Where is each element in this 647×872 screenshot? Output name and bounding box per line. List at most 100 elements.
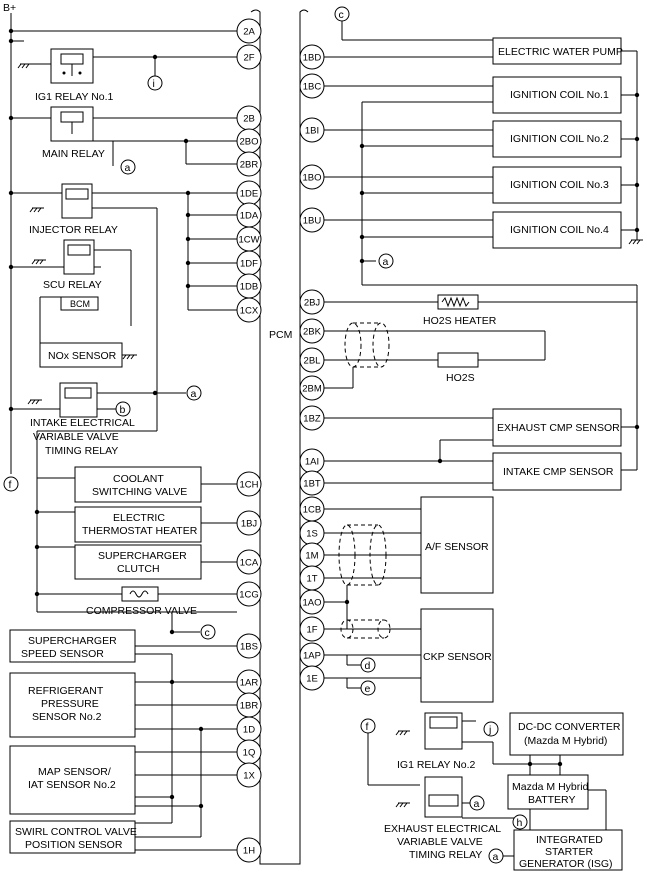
map-iat-sensor-2: MAP SENSOR/ IAT SENSOR No.2 <box>9 745 136 815</box>
left-pin-1x: 1X <box>236 762 262 788</box>
pin-circle <box>236 44 262 70</box>
compressor-valve-label: COMPRESSOR VALVE <box>86 605 197 617</box>
left-pin-2b: 2B <box>236 105 262 131</box>
right-pin-1bz: 1BZ <box>299 405 325 431</box>
pin-label: 2F <box>243 53 254 64</box>
intake-relay-label-3: TIMING RELAY <box>45 445 118 457</box>
pin-circle <box>299 117 325 143</box>
exhaust-vvt-relay: EXHAUST ELECTRICAL VARIABLE VALVE TIMING… <box>384 776 501 861</box>
right-pin-1ai: 1AI <box>299 448 325 474</box>
pin-label: 1DF <box>240 259 258 270</box>
bcm-label: BCM <box>70 299 90 309</box>
pin-label: 2BK <box>303 327 322 338</box>
pin-circle <box>299 616 325 642</box>
pcm-label: PCM <box>269 329 292 341</box>
ckp-sensor-label: CKP SENSOR <box>423 651 492 663</box>
left-pin-1cw: 1CW <box>236 226 262 252</box>
nox-sensor: NOx SENSOR <box>39 342 123 368</box>
main-relay: MAIN RELAY <box>42 106 105 160</box>
coil3-label: IGNITION COIL No.3 <box>510 179 609 191</box>
connector-h: h <box>517 817 523 829</box>
pin-label: 1BJ <box>241 519 258 530</box>
pin-label: 2BO <box>239 137 258 148</box>
pin-label: 1BT <box>303 479 321 490</box>
supply-label: B+ <box>3 2 16 14</box>
pin-circle <box>236 633 262 659</box>
pin-label: 1BO <box>302 173 321 184</box>
pin-circle <box>236 762 262 788</box>
scu-relay: SCU RELAY <box>43 239 102 291</box>
refrig-label-1: REFRIGERANT <box>28 685 104 697</box>
isg-label-1: INTEGRATED <box>536 834 603 846</box>
pin-label: 2BL <box>304 356 321 367</box>
pcm-pins-right: 1BD1BC1BI1BO1BU2BJ2BK2BL2BM1BZ1AI1BT1CB1… <box>299 44 325 691</box>
pin-label: 1BS <box>240 642 258 653</box>
exh-relay-label-1: EXHAUST ELECTRICAL <box>384 823 501 835</box>
pin-label: 2B <box>243 114 255 125</box>
right-pin-2bk: 2BK <box>299 318 325 344</box>
connector-circles: c i a a a b f c d e f j a h a <box>3 6 528 864</box>
connector-f-left: f <box>9 479 12 491</box>
right-pin-2bm: 2BM <box>299 375 325 401</box>
thermo-label-1: ELECTRIC <box>113 512 165 524</box>
pin-label: 1CW <box>238 235 259 246</box>
pin-label: 1M <box>305 551 318 562</box>
electric-thermostat-heater: ELECTRIC THERMOSTAT HEATER <box>74 506 202 543</box>
left-pin-1q: 1Q <box>236 739 262 765</box>
sc-speed-label-2: SPEED SENSOR <box>21 648 104 660</box>
connector-a-exh: a <box>474 798 480 810</box>
left-pin-1ca: 1CA <box>236 549 262 575</box>
right-pin-1bc: 1BC <box>299 73 325 99</box>
connector-b: b <box>120 404 126 416</box>
thermo-label-2: THERMOSTAT HEATER <box>82 525 198 537</box>
left-pin-1da: 1DA <box>236 202 262 228</box>
nox-sensor-label: NOx SENSOR <box>48 350 117 362</box>
pin-label: 1BU <box>303 216 322 227</box>
pin-circle <box>299 665 325 691</box>
pin-circle <box>236 837 262 863</box>
ig1-relay-2: IG1 RELAY No.2 <box>397 712 476 771</box>
water-pump-label: ELECTRIC WATER PUMP <box>498 46 623 58</box>
connector-a-coil: a <box>383 256 389 268</box>
connector-e: e <box>365 683 371 695</box>
swirl-label-1: SWIRL CONTROL VALVE <box>15 826 137 838</box>
bcm: BCM <box>60 296 99 311</box>
ignition-coil-4: IGNITION COIL No.4 <box>492 211 622 249</box>
exhaust-cmp-label: EXHAUST CMP SENSOR <box>497 422 620 434</box>
pin-label: 2BJ <box>304 298 321 309</box>
pin-circle <box>299 405 325 431</box>
left-pin-1cg: 1CG <box>236 581 262 607</box>
coolant-label-1: COOLANT <box>113 473 164 485</box>
pcm-pins-left: 2A2F2B2BO2BR1DE1DA1CW1DF1DB1CX1CH1BJ1CA1… <box>236 18 262 863</box>
left-pin-1ar: 1AR <box>236 669 262 695</box>
pin-circle <box>299 375 325 401</box>
ho2s-heater: HO2S HEATER <box>423 294 497 327</box>
battery-label-1: Mazda M Hybrid <box>512 781 589 793</box>
pin-label: 1AP <box>303 651 321 662</box>
supercharger-speed-sensor: SUPERCHARGER SPEED SENSOR <box>9 629 136 663</box>
left-pin-1df: 1DF <box>236 250 262 276</box>
pin-circle <box>299 347 325 373</box>
map-label-2: IAT SENSOR No.2 <box>28 779 116 791</box>
ignition-coil-1: IGNITION COIL No.1 <box>492 76 622 114</box>
pin-label: 1BR <box>240 701 259 712</box>
pin-label: 2BR <box>240 160 259 171</box>
pin-label: 1F <box>306 625 317 636</box>
connector-c-top: c <box>339 9 344 21</box>
left-pin-1de: 1DE <box>236 180 262 206</box>
ground-icons <box>17 63 643 808</box>
pin-label: 1CG <box>239 590 259 601</box>
left-pin-2a: 2A <box>236 18 262 44</box>
right-pin-1ao: 1AO <box>299 589 325 615</box>
right-pin-2bl: 2BL <box>299 347 325 373</box>
left-pin-2f: 2F <box>236 44 262 70</box>
refrig-label-3: SENSOR No.2 <box>32 711 102 723</box>
pin-label: 1BZ <box>303 414 321 425</box>
sc-clutch-label-2: CLUTCH <box>117 563 160 575</box>
pin-circle <box>299 207 325 233</box>
right-pin-1bd: 1BD <box>299 44 325 70</box>
isg-label-3: GENERATOR (ISG) <box>519 858 613 870</box>
pin-circle <box>236 297 262 323</box>
